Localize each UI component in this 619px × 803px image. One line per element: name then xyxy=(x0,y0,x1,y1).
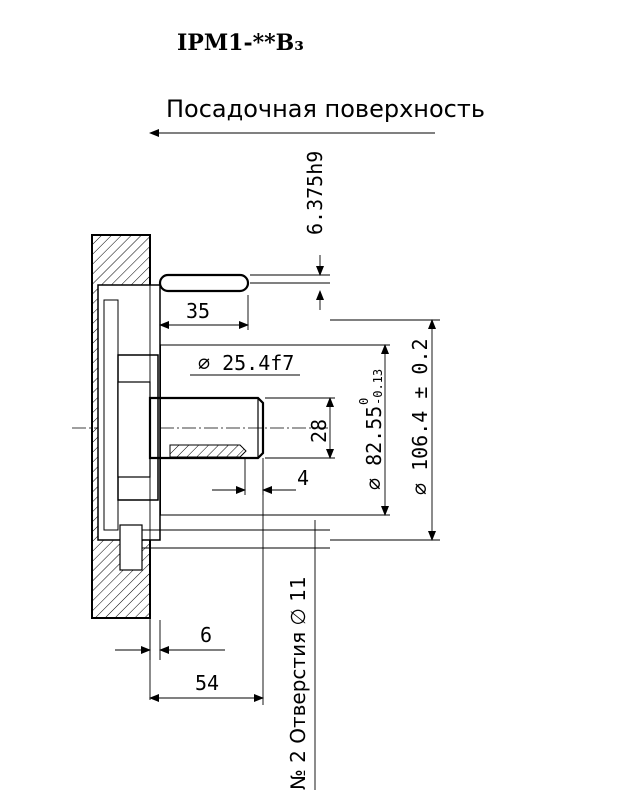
dim-flange-thickness: 6 xyxy=(200,623,212,647)
key xyxy=(158,273,330,293)
model-title: IPM1-**B₃ xyxy=(177,30,304,56)
holes-note: № 2 Отверстия ∅ 11 xyxy=(286,576,310,790)
dim-key-depth: 28 xyxy=(307,419,331,443)
dim-pilot-diameter: ∅ 82.55 xyxy=(362,406,386,490)
flange-section xyxy=(91,234,330,619)
dim-shaft-diameter: ∅ 25.4f7 xyxy=(198,351,294,375)
dim-chamfer: 4 xyxy=(297,466,309,490)
mounting-surface-label: Посадочная поверхность xyxy=(166,95,485,123)
dim-key-height: 6.375h9 xyxy=(303,151,327,235)
dim-key-length: 35 xyxy=(186,299,210,323)
dim-shaft-length: 54 xyxy=(195,671,219,695)
dim-pilot-tol-upper: 0 xyxy=(357,398,371,405)
dim-pilot-tol-lower: -0.13 xyxy=(371,369,385,405)
dim-bolt-circle: ∅ 106.4 ± 0.2 xyxy=(408,338,432,495)
